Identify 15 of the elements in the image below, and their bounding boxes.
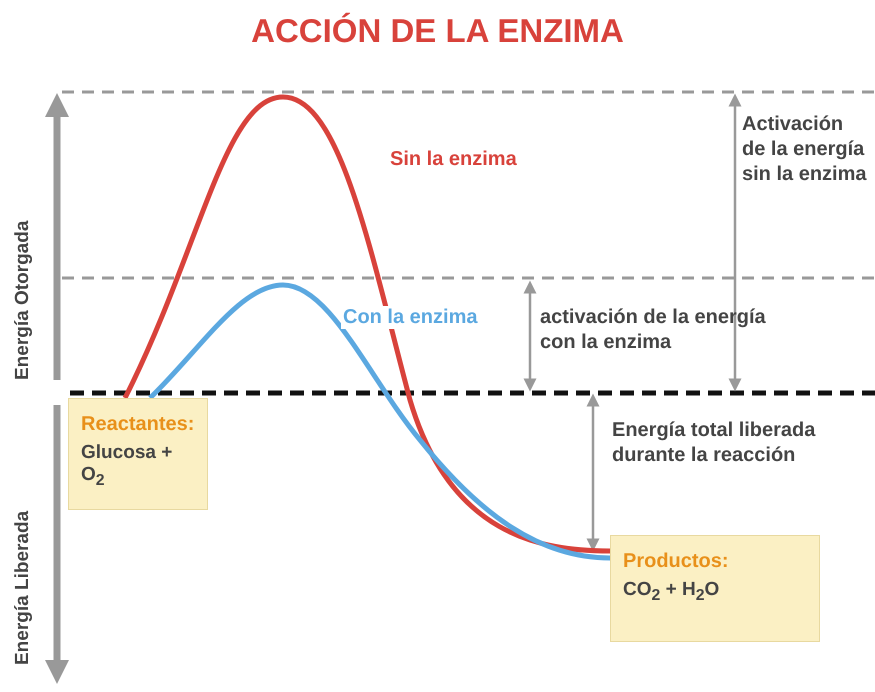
annotation-text: activación de la energía con la enzima [540, 305, 767, 355]
box-text: Glucosa + O$_{2}$ [81, 442, 174, 490]
energy-curve [122, 94, 610, 554]
annotation-text: Activación de la energía sin la enzima [742, 112, 868, 187]
axis-label: Energía Liberada [12, 510, 34, 665]
text-box [610, 535, 820, 642]
edge-label: Con la enzima [341, 306, 480, 329]
box-text: CO$_{2}$ + H$_{2}$O [623, 579, 720, 605]
annotation-text: Energía total liberada durante la reacción [612, 418, 816, 468]
title: ACCIÓN DE LA ENZIMA [250, 12, 625, 50]
energy-curve [148, 282, 610, 560]
box-heading: Reactantes: [81, 413, 195, 436]
text-box [68, 398, 208, 510]
axis-label: Energía Otorgada [12, 220, 34, 380]
box-heading: Productos: [623, 550, 730, 573]
